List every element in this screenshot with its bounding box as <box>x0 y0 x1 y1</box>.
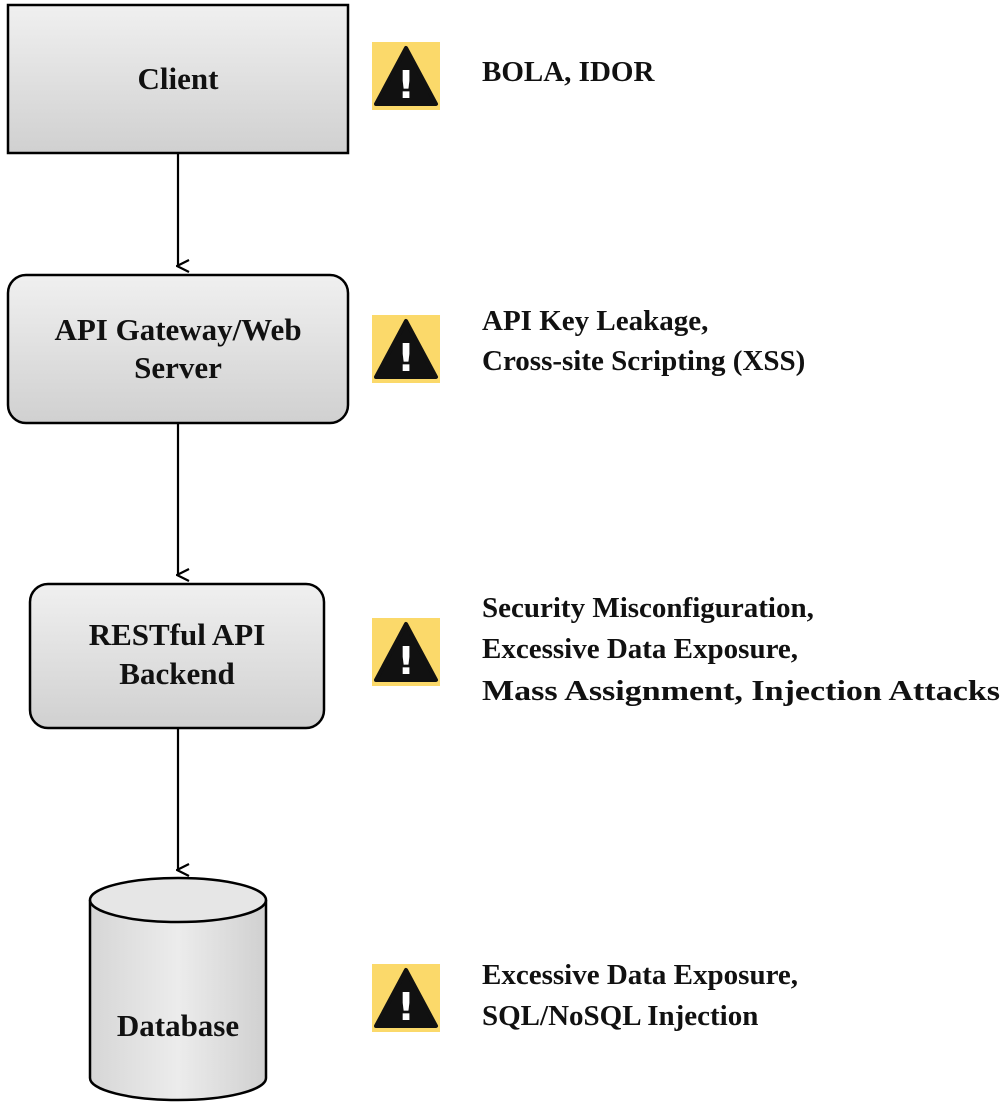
backend-label-line-2: Backend <box>119 656 234 691</box>
client-label-line-1: Client <box>138 61 220 96</box>
gateway-node: API Gateway/Web Server <box>6 273 350 425</box>
backend-node: RESTful API Backend <box>28 582 326 730</box>
gateway-risk-line-2: Cross-site Scripting (XSS) <box>482 345 805 377</box>
backend-risk-line-3: Mass Assignment, Injection Attacks <box>482 675 1000 707</box>
gateway-label-line-1: API Gateway/Web <box>54 312 301 347</box>
database-node: Database <box>88 876 268 1102</box>
warning-icon: ! <box>372 964 440 1032</box>
gateway-risk-line-1: API Key Leakage, <box>482 305 708 337</box>
client-risk-line-1: BOLA, IDOR <box>482 56 655 88</box>
database-risks: Excessive Data Exposure, SQL/NoSQL Injec… <box>482 959 798 1032</box>
svg-text:!: ! <box>397 639 414 683</box>
warning-icon: ! <box>372 618 440 686</box>
database-risk-line-1: Excessive Data Exposure, <box>482 959 798 991</box>
backend-risk-line-1: Security Misconfiguration, <box>482 592 814 624</box>
svg-text:!: ! <box>397 63 414 107</box>
client-risks: BOLA, IDOR <box>482 56 655 88</box>
svg-text:!: ! <box>397 985 414 1029</box>
svg-text:!: ! <box>397 336 414 380</box>
gateway-label-line-2: Server <box>134 350 222 385</box>
gateway-risks: API Key Leakage, Cross-site Scripting (X… <box>482 305 805 377</box>
backend-label-line-1: RESTful API <box>89 617 266 652</box>
backend-risk-line-2: Excessive Data Exposure, <box>482 633 798 665</box>
client-node: Client <box>6 3 350 155</box>
database-label-line-1: Database <box>117 1008 239 1043</box>
backend-risks: Security Misconfiguration, Excessive Dat… <box>482 592 1000 707</box>
warning-icon: ! <box>372 42 440 110</box>
warning-icon: ! <box>372 315 440 383</box>
database-risk-line-2: SQL/NoSQL Injection <box>482 1000 758 1032</box>
